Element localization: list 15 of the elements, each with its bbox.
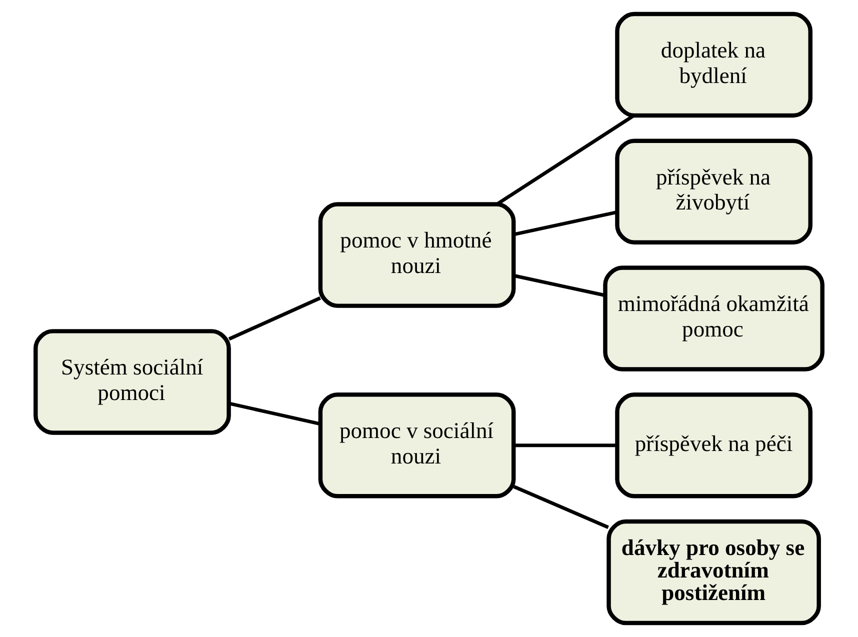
node-box: pomoc v hmotné nouzi bbox=[318, 202, 516, 308]
node-box: příspěvek na péči bbox=[615, 392, 812, 498]
node-box: mimořádná okamžitá pomoc bbox=[603, 266, 824, 372]
connector bbox=[228, 402, 321, 426]
node-box: pomoc v sociální nouzi bbox=[318, 392, 516, 498]
connector bbox=[513, 484, 609, 529]
node-box: doplatek na bydlení bbox=[615, 12, 812, 118]
node-box: dávky pro osoby se zdravotním postižením bbox=[606, 519, 821, 626]
node-box: Systém sociální pomoci bbox=[34, 329, 231, 435]
connector bbox=[514, 210, 618, 236]
connector bbox=[496, 114, 635, 206]
connector bbox=[514, 444, 617, 448]
node-box: příspěvek na živobytí bbox=[615, 138, 812, 244]
connector bbox=[514, 274, 606, 298]
connector bbox=[228, 296, 321, 341]
